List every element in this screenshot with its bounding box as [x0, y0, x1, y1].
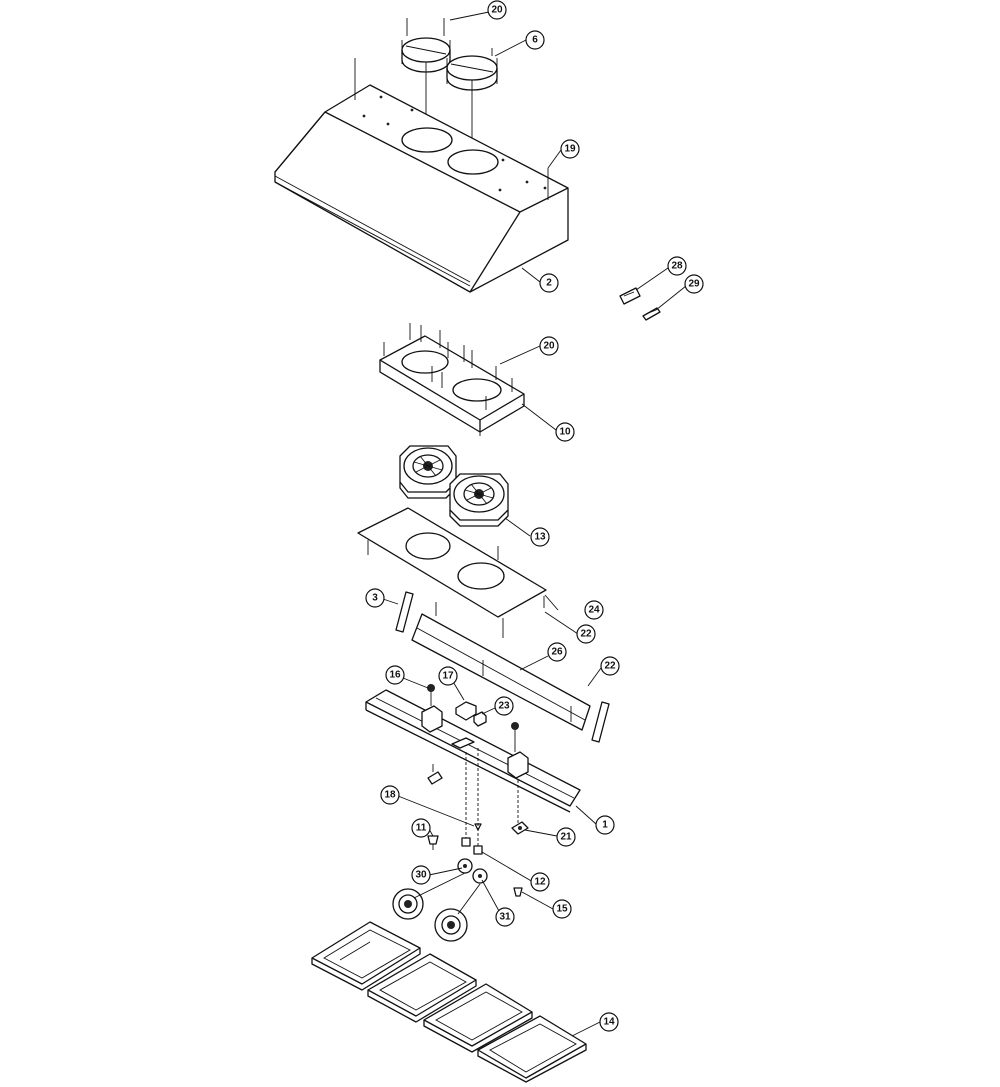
- callout-16: 16: [385, 665, 405, 685]
- svg-text:20: 20: [543, 341, 555, 352]
- svg-text:20: 20: [491, 5, 503, 16]
- bolt-11: [427, 835, 439, 850]
- socket-left: [421, 684, 443, 733]
- callout-20-top: 20: [487, 0, 507, 20]
- fan-knob-large-left: [392, 888, 424, 920]
- svg-text:2: 2: [546, 278, 552, 289]
- svg-text:19: 19: [564, 144, 576, 155]
- bolt-15: [513, 887, 523, 897]
- blower-fan-left: [399, 445, 457, 499]
- baffle-plate: [357, 507, 547, 618]
- socket-right: [507, 722, 529, 779]
- control-switch: [619, 287, 641, 305]
- svg-text:29: 29: [688, 279, 700, 290]
- grease-filter-1: [311, 921, 421, 991]
- lamp-socket-21: [511, 821, 529, 835]
- callout-11: 11: [411, 818, 431, 838]
- svg-text:31: 31: [499, 912, 511, 923]
- light-lens: [411, 602, 591, 731]
- light-bulb: [642, 307, 661, 321]
- grease-filter-2: [367, 953, 477, 1023]
- svg-text:28: 28: [671, 261, 683, 272]
- blower-mount-plate: [379, 323, 525, 436]
- callout-10: 10: [555, 422, 575, 442]
- callout-21: 21: [556, 827, 576, 847]
- callout-26: 26: [547, 642, 567, 662]
- svg-text:14: 14: [603, 1017, 615, 1028]
- svg-text:24: 24: [588, 605, 600, 616]
- side-trim-left: [395, 591, 414, 633]
- svg-text:26: 26: [551, 647, 563, 658]
- callout-22-upper: 22: [576, 624, 596, 644]
- hood-shell: [274, 58, 569, 293]
- knob-31: [472, 868, 488, 884]
- svg-text:11: 11: [416, 823, 427, 834]
- svg-text:3: 3: [372, 593, 378, 604]
- svg-text:10: 10: [559, 427, 571, 438]
- callout-14: 14: [599, 1012, 619, 1032]
- callout-12: 12: [530, 872, 550, 892]
- callout-20-mid: 20: [539, 336, 559, 356]
- clip-left: [427, 764, 443, 785]
- svg-text:21: 21: [560, 832, 572, 843]
- callout-1: 1: [595, 815, 615, 835]
- knob-30: [457, 858, 473, 874]
- callout-6: 6: [525, 30, 545, 50]
- switch-box: [451, 701, 487, 749]
- callout-23: 23: [494, 696, 514, 716]
- screw-18: [474, 823, 482, 831]
- callout-19: 19: [560, 139, 580, 159]
- callout-29: 29: [684, 274, 704, 294]
- svg-text:23: 23: [498, 701, 510, 712]
- callout-28: 28: [667, 256, 687, 276]
- side-trim-right: [591, 701, 610, 743]
- svg-text:22: 22: [580, 629, 592, 640]
- callout-13: 13: [530, 527, 550, 547]
- light-channel: [365, 689, 581, 813]
- svg-text:30: 30: [415, 870, 427, 881]
- callout-30: 30: [411, 865, 431, 885]
- callout-3: 3: [365, 588, 385, 608]
- svg-text:18: 18: [384, 790, 396, 801]
- svg-text:22: 22: [604, 661, 616, 672]
- callout-15: 15: [552, 899, 572, 919]
- duct-collar-left: [401, 18, 451, 73]
- svg-text:1: 1: [602, 820, 608, 831]
- callout-18: 18: [380, 785, 400, 805]
- leader-lines: [382, 11, 687, 1037]
- svg-text:6: 6: [532, 35, 538, 46]
- svg-text:17: 17: [442, 671, 454, 682]
- svg-text:13: 13: [534, 532, 546, 543]
- blower-fan-right: [449, 473, 509, 527]
- callout-24: 24: [584, 600, 604, 620]
- callout-22-lower: 22: [600, 656, 620, 676]
- fan-knob-large-right: [434, 908, 468, 942]
- grease-filter-4: [477, 1015, 587, 1083]
- callout-31: 31: [495, 907, 515, 927]
- svg-text:12: 12: [534, 877, 546, 888]
- callout-17: 17: [438, 666, 458, 686]
- callout-2: 2: [539, 273, 559, 293]
- nut-12: [461, 837, 483, 855]
- svg-text:16: 16: [389, 670, 401, 681]
- grease-filter-3: [423, 983, 533, 1053]
- svg-text:15: 15: [556, 904, 568, 915]
